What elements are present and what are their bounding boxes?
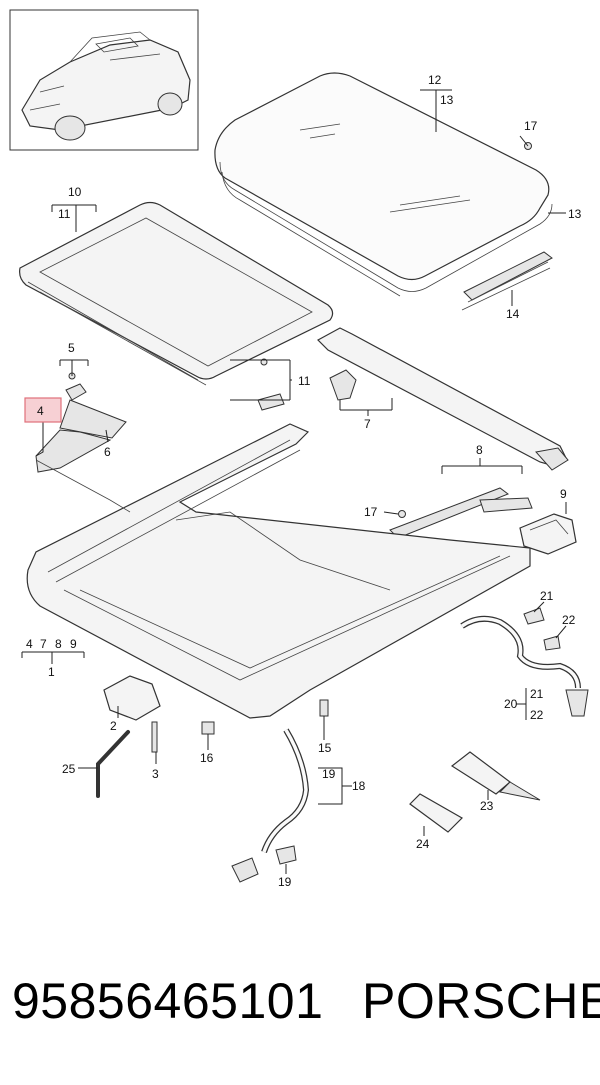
- callout-labels: 12 13 17 13 14 10 11 5 4 6 11 7 8 9 17 2…: [26, 73, 582, 889]
- callout-22: 22: [562, 613, 576, 627]
- callout-21b: 21: [530, 687, 544, 701]
- callout-16: 16: [200, 751, 214, 765]
- drive-motor: [519, 513, 577, 555]
- callout-17b: 17: [364, 505, 378, 519]
- sunroof-main-frame: [26, 399, 531, 719]
- callout-11: 11: [58, 207, 71, 221]
- callout-3: 3: [152, 767, 159, 781]
- part-number: 95856465101: [12, 973, 324, 1029]
- rear-rail: [317, 327, 569, 471]
- motor-2: [103, 675, 161, 753]
- callout-23: 23: [480, 799, 494, 813]
- callout-4-highlighted: 4: [37, 404, 44, 418]
- callout-8b: 8: [55, 637, 62, 651]
- callout-7: 7: [364, 417, 371, 431]
- callout-19: 19: [322, 767, 336, 781]
- callout-18: 18: [352, 779, 366, 793]
- drain-hose: [231, 728, 310, 883]
- callout-13b: 13: [568, 207, 582, 221]
- callout-21: 21: [540, 589, 554, 603]
- callout-20: 20: [504, 697, 518, 711]
- sunshade-frame: [19, 201, 334, 386]
- callout-19b: 19: [278, 875, 292, 889]
- grease-cartridge: [450, 751, 541, 801]
- callout-10: 10: [68, 185, 82, 199]
- callout-6: 6: [104, 445, 111, 459]
- callout-17: 17: [524, 119, 538, 133]
- glass-panel: [214, 72, 553, 297]
- callout-14: 14: [506, 307, 520, 321]
- footer: 95856465101 PORSCHE: [0, 972, 600, 1052]
- callout-5: 5: [68, 341, 75, 355]
- vehicle-thumbnail: [9, 9, 199, 151]
- brand-name: PORSCHE: [362, 973, 600, 1029]
- callout-13: 13: [440, 93, 454, 107]
- callout-15: 15: [318, 741, 332, 755]
- leader-lines: [21, 89, 567, 874]
- lubricant-tube: [409, 793, 463, 833]
- drain-hose-right: [460, 607, 589, 717]
- callout-2: 2: [110, 719, 117, 733]
- callout-24: 24: [416, 837, 430, 851]
- callout-12: 12: [428, 73, 442, 87]
- callout-4b: 4: [26, 637, 33, 651]
- highlighted-callout-box: [24, 397, 62, 423]
- callout-9b: 9: [70, 637, 77, 651]
- callout-7b: 7: [40, 637, 47, 651]
- callout-8: 8: [476, 443, 483, 457]
- drive-cable-set: [389, 487, 533, 539]
- callout-1: 1: [48, 665, 55, 679]
- callout-9: 9: [560, 487, 567, 501]
- callout-25: 25: [62, 762, 76, 776]
- callout-11b: 11: [298, 374, 311, 388]
- sunroof-exploded-diagram: 12 13 17 13 14 10 11 5 4 6 11 7 8 9 17 2…: [9, 9, 589, 889]
- allen-key: [96, 730, 130, 798]
- callout-22b: 22: [530, 708, 544, 722]
- seal-strip: [461, 251, 553, 311]
